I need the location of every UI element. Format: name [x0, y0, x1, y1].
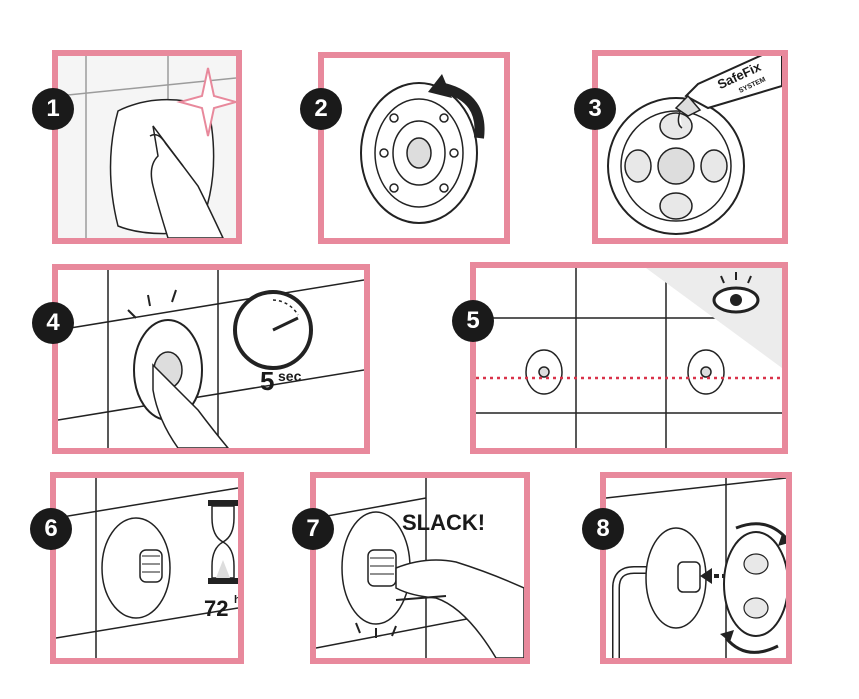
step-4-time-unit: sec [278, 368, 302, 384]
step-1-panel [52, 50, 242, 244]
step-5-badge: 5 [452, 300, 494, 342]
step-7-badge: 7 [292, 508, 334, 550]
step-4-illustration [58, 270, 364, 448]
hourglass-icon [208, 500, 238, 584]
step-3-badge: 3 [574, 88, 616, 130]
step-8-panel [600, 472, 792, 664]
step-8-illustration [606, 478, 786, 658]
rotate-arrow-icon [428, 74, 485, 139]
step-5-panel [470, 262, 788, 454]
step-6-time-value: 72 [204, 596, 229, 621]
step-6-panel: 72 h [50, 472, 244, 664]
step-1-badge: 1 [32, 88, 74, 130]
step-2-badge: 2 [300, 88, 342, 130]
step-4-panel: 5 sec [52, 264, 370, 454]
step-3-panel: SafeFix SYSTEM [592, 50, 788, 244]
step-2-panel [318, 52, 510, 244]
step-6-time-unit: h [234, 594, 241, 606]
step-3-illustration [607, 56, 782, 235]
sparkle-icon [176, 67, 236, 137]
step-6-badge: 6 [30, 508, 72, 550]
step-4-badge: 4 [32, 302, 74, 344]
glue-tube-icon [674, 56, 782, 129]
step-4-time-value: 5 [260, 366, 275, 396]
step-6-illustration [56, 478, 238, 658]
step-5-illustration [476, 268, 782, 448]
hand-icon [395, 559, 524, 658]
eye-icon [712, 272, 760, 314]
clock-icon [233, 290, 313, 370]
step-7-panel: SLACK! [310, 472, 530, 664]
rotate-arrows-icon [720, 522, 786, 654]
step-1-illustration [58, 56, 236, 238]
step-2-illustration [360, 74, 485, 224]
step-7-exclaim: SLACK! [402, 510, 486, 535]
step-7-illustration [316, 478, 524, 658]
step-8-badge: 8 [582, 508, 624, 550]
